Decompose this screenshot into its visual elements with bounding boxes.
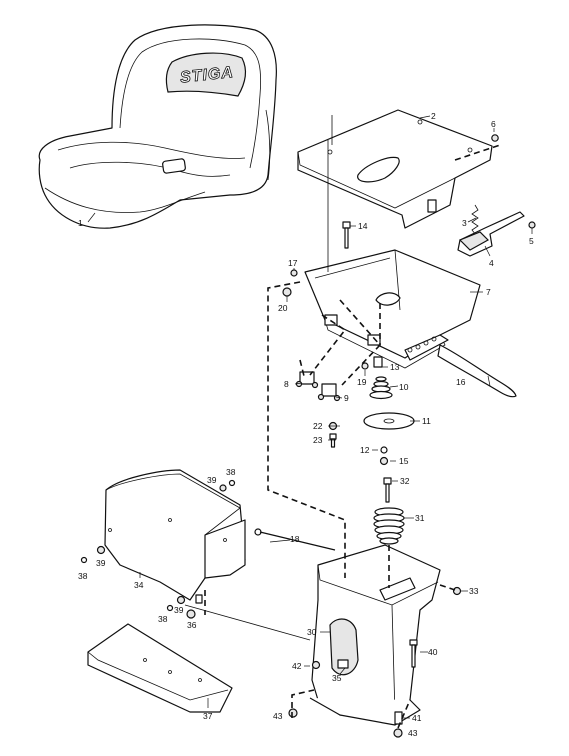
- bolt-40: [409, 639, 418, 668]
- seat-brand-logo: STIGA: [179, 64, 234, 87]
- callouts: 1 2 3 4 5 6 7 8 9 10 11 12 13 14 15 16 1…: [78, 111, 534, 738]
- washer-12: [380, 446, 388, 454]
- plate-latch: [427, 199, 437, 213]
- latch-handle-4: [457, 211, 525, 257]
- spring-10: [369, 376, 393, 400]
- callout-43-right: 43: [408, 728, 418, 738]
- screw-38b: [80, 556, 88, 564]
- seat-bracket: [304, 249, 481, 369]
- nut-42: [311, 660, 321, 670]
- callout-19: 19: [357, 377, 367, 387]
- callout-34: 34: [134, 580, 144, 590]
- clamp-8: [295, 371, 319, 389]
- callout-7: 7: [486, 287, 491, 297]
- callout-39-left: 39: [96, 558, 106, 568]
- screw-38c: [166, 604, 174, 612]
- latch-assembly: [454, 134, 536, 257]
- callout-18: 18: [290, 534, 300, 544]
- callout-5: 5: [529, 236, 534, 246]
- seat-plate: [297, 109, 493, 229]
- bracket-knob: [375, 292, 401, 306]
- nut-15: [379, 456, 389, 466]
- nut-19: [361, 362, 369, 370]
- bushing-35: [337, 659, 349, 669]
- callout-32: 32: [400, 476, 410, 486]
- callout-23: 23: [313, 435, 323, 445]
- callout-42: 42: [292, 661, 302, 671]
- callout-20: 20: [278, 303, 288, 313]
- callout-10: 10: [399, 382, 409, 392]
- seat-slot: [162, 158, 186, 174]
- callout-6: 6: [491, 119, 496, 129]
- callout-39-top: 39: [207, 475, 217, 485]
- callout-8: 8: [284, 379, 289, 389]
- callout-11: 11: [422, 416, 431, 426]
- callout-15: 15: [399, 456, 409, 466]
- adjust-lever-16: [437, 344, 517, 398]
- callout-17: 17: [288, 258, 298, 268]
- bolt-23: [329, 433, 337, 448]
- nut-33: [452, 586, 462, 596]
- nut-6: [491, 134, 499, 142]
- nut-17: [290, 269, 298, 277]
- callout-30: 30: [307, 627, 317, 637]
- washer-39b: [96, 545, 106, 555]
- callout-40: 40: [428, 647, 438, 657]
- nut-43a: [288, 708, 298, 718]
- screw-38a: [228, 479, 236, 487]
- callout-14: 14: [358, 221, 368, 231]
- callout-2: 2: [431, 111, 436, 121]
- spring-3: [471, 204, 479, 236]
- bolt-18: [254, 528, 336, 551]
- bolt-14: [342, 221, 351, 249]
- seat-logo-badge: [165, 52, 247, 97]
- spring-31: [373, 507, 405, 545]
- leader-lines: [87, 115, 533, 719]
- cover-34: [104, 469, 246, 604]
- base-plate-37: [87, 623, 233, 713]
- seat: STIGA: [38, 24, 277, 229]
- callout-1: 1: [78, 218, 83, 228]
- callout-3: 3: [462, 218, 467, 228]
- washer-39a: [219, 484, 227, 492]
- nut-43b: [393, 728, 403, 738]
- callout-33: 33: [469, 586, 479, 596]
- callout-4: 4: [489, 258, 494, 268]
- spacer-13: [373, 356, 383, 368]
- nut-36: [186, 609, 196, 619]
- callout-38-left: 38: [78, 571, 88, 581]
- bolt-32: [383, 477, 392, 503]
- spacer-41: [394, 711, 403, 725]
- callout-12: 12: [360, 445, 370, 455]
- callout-16: 16: [456, 377, 466, 387]
- bushing-20: [282, 287, 292, 297]
- seat-column-30: [309, 544, 441, 726]
- clamp-9: [317, 383, 341, 402]
- callout-38-top: 38: [226, 467, 236, 477]
- callout-39-bottom: 39: [174, 605, 184, 615]
- callout-37: 37: [203, 711, 213, 721]
- callout-9: 9: [344, 393, 349, 403]
- callout-43-left: 43: [273, 711, 283, 721]
- callout-22: 22: [313, 421, 323, 431]
- washer-39c: [176, 595, 186, 605]
- disk-11: [363, 412, 415, 430]
- callout-35: 35: [332, 673, 342, 683]
- callout-13: 13: [390, 362, 400, 372]
- callout-41: 41: [412, 713, 422, 723]
- callout-31: 31: [415, 513, 425, 523]
- screw-5: [528, 221, 536, 229]
- callout-36: 36: [187, 620, 197, 630]
- plate-slot: [357, 156, 400, 183]
- assembly-lines: [184, 140, 456, 729]
- column-window: [329, 618, 359, 676]
- callout-38-bottom: 38: [158, 614, 168, 624]
